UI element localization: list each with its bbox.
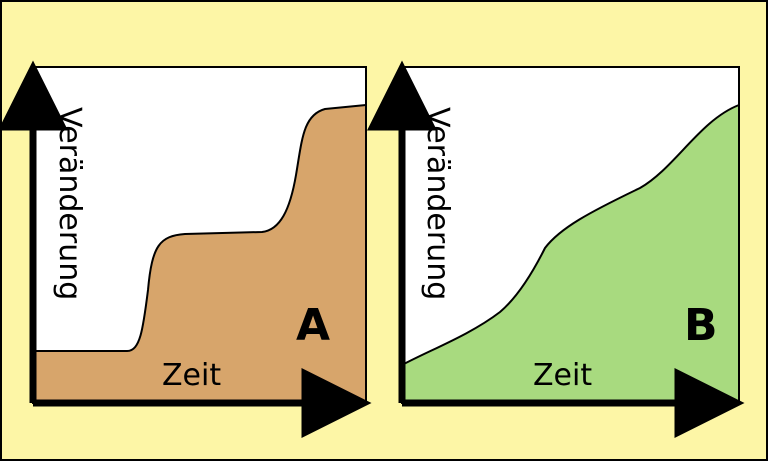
panel-a-curve-area: [32, 104, 367, 404]
panel-a-letter: A: [296, 300, 330, 351]
panel-a: Veränderung Zeit A: [0, 60, 372, 438]
panel-a-y-axis-label: Veränderung: [52, 107, 87, 300]
panel-b-curve-area: [401, 104, 740, 404]
panel-b-x-axis-label: Zeit: [533, 358, 592, 393]
panel-b-y-axis-label: Veränderung: [420, 107, 455, 300]
panel-b: Veränderung Zeit B: [367, 60, 745, 438]
panel-a-x-axis-label: Zeit: [162, 358, 221, 393]
panel-b-letter: B: [684, 300, 718, 351]
